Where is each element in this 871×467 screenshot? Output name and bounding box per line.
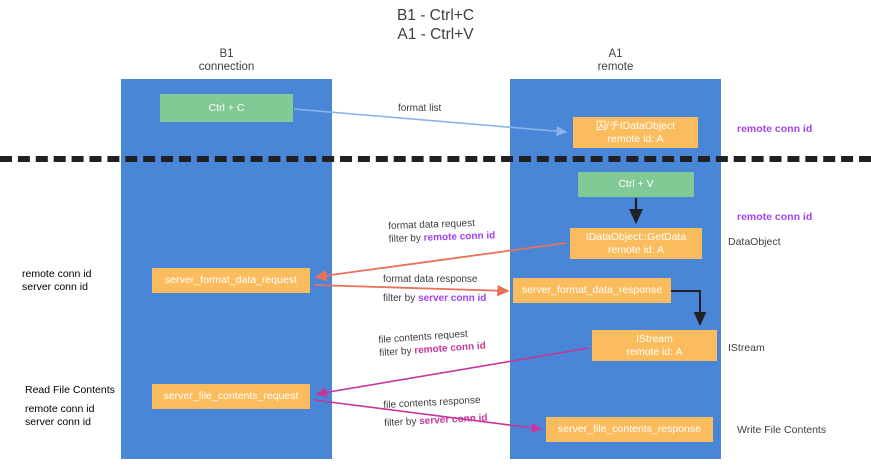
caption-format-list-line1: format list — [398, 103, 442, 114]
node-server-format-data-request[interactable]: server_format_data_request — [152, 268, 310, 293]
node-idataobject[interactable]: 囚/チIDataObject remote id: A — [573, 117, 698, 148]
lane-header-a1-role: remote — [597, 61, 634, 73]
annotation-write-file-contents: Write File Contents — [737, 424, 827, 436]
caption-format-list: format list — [398, 102, 441, 115]
annotation-dataobject: DataObject — [728, 236, 781, 248]
node-ctrl-c[interactable]: Ctrl + C — [160, 94, 293, 122]
caption-format-data-response-prefix: filter by — [383, 293, 419, 304]
node-idataobject-remote-id: remote id: A — [607, 132, 664, 145]
caption-file-contents-response-prefix: filter by — [383, 416, 420, 429]
caption-file-contents-response-line2: filter by server conn id — [384, 412, 488, 430]
annotation-left-remote-conn-id-1: remote conn id — [22, 268, 92, 280]
node-getdata-remote-id: remote id: A — [607, 243, 665, 256]
annotation-left-conn-ids-1: remote conn id server conn id — [22, 268, 91, 294]
diagram-title: B1 - Ctrl+C A1 - Ctrl+V — [0, 6, 871, 44]
caption-file-contents-response-highlight: server conn id — [418, 412, 488, 428]
caption-format-data-request: format data request filter by remote con… — [388, 216, 496, 246]
annotation-left-server-conn-id-2: server conn id — [25, 416, 91, 428]
lane-header-b1: B1 connection — [121, 48, 332, 74]
caption-format-data-request-highlight: remote conn id — [423, 230, 496, 244]
annotation-remote-conn-id-mid: remote conn id — [737, 211, 813, 223]
caption-format-data-request-line2: filter by remote conn id — [388, 229, 495, 246]
annotation-read-file-contents-block: Read File Contents remote conn id server… — [25, 384, 115, 429]
caption-file-contents-request-prefix: filter by — [378, 345, 415, 359]
caption-file-contents-request: file contents request filter by remote c… — [378, 327, 486, 360]
node-server-file-contents-response[interactable]: server_file_contents_response — [546, 417, 713, 442]
annotation-istream: IStream — [728, 342, 765, 354]
node-idataobject-getdata[interactable]: IDataObject::GetData remote id: A — [570, 228, 702, 259]
caption-format-data-response-highlight: server conn id — [418, 293, 487, 304]
phase-divider — [0, 156, 871, 162]
annotation-remote-conn-id-top: remote conn id — [737, 123, 813, 135]
node-istream-remote-id: remote id: A — [626, 345, 683, 358]
node-istream[interactable]: IStream remote id: A — [592, 330, 717, 361]
lane-header-a1: A1 remote — [510, 48, 721, 74]
node-idataobject-title: 囚/チIDataObject — [595, 119, 676, 132]
node-server-format-data-request-label: server_format_data_request — [165, 274, 297, 286]
node-server-format-data-response-label: server_format_data_response — [521, 284, 663, 296]
caption-format-data-response-line1: format data response — [383, 274, 478, 285]
node-ctrl-v[interactable]: Ctrl + V — [578, 172, 694, 197]
caption-format-data-response: format data response filter by server co… — [383, 273, 486, 305]
lane-header-b1-name: B1 — [219, 48, 234, 60]
annotation-left-server-conn-id-1: server conn id — [22, 281, 88, 293]
caption-format-data-request-prefix: filter by — [388, 232, 424, 245]
node-server-format-data-response[interactable]: server_format_data_response — [513, 278, 671, 303]
annotation-read-file-contents: Read File Contents — [25, 384, 115, 396]
caption-file-contents-response-line1: file contents response — [383, 394, 481, 411]
title-line-1: B1 - Ctrl+C — [396, 7, 475, 24]
annotation-left-remote-conn-id-2: remote conn id — [25, 403, 95, 415]
node-istream-title: IStream — [636, 332, 673, 345]
lane-header-a1-name: A1 — [608, 48, 623, 60]
caption-format-data-response-line2: filter by server conn id — [383, 292, 486, 305]
title-line-2: A1 - Ctrl+V — [397, 26, 474, 43]
lane-header-b1-role: connection — [198, 61, 255, 73]
node-ctrl-c-label: Ctrl + C — [208, 101, 245, 114]
node-server-file-contents-response-label: server_file_contents_response — [557, 423, 701, 435]
node-ctrl-v-label: Ctrl + V — [618, 178, 654, 190]
node-server-file-contents-request[interactable]: server_file_contents_request — [152, 384, 310, 409]
node-server-file-contents-request-label: server_file_contents_request — [163, 390, 299, 402]
node-getdata-title: IDataObject::GetData — [585, 230, 687, 243]
caption-file-contents-response: file contents response filter by server … — [383, 394, 488, 430]
caption-file-contents-request-highlight: remote conn id — [413, 340, 487, 357]
